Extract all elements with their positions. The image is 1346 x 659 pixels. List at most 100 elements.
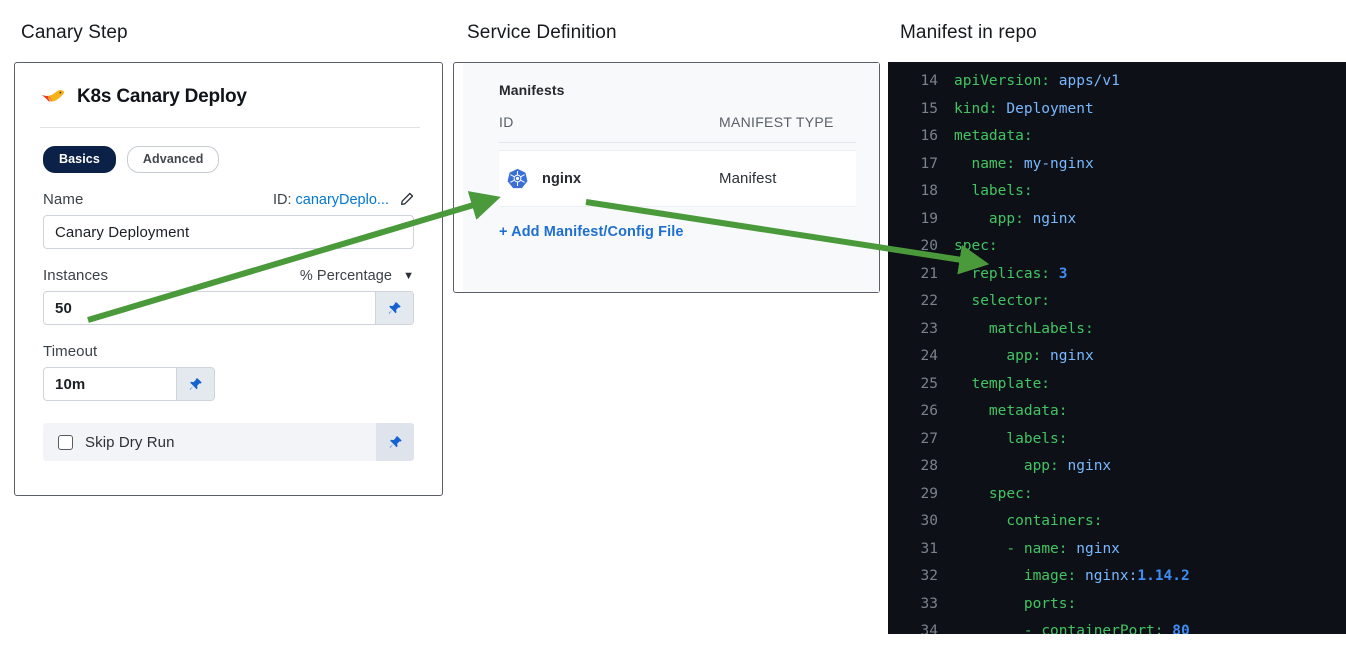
canary-bird-icon: [41, 89, 65, 102]
line-number: 33: [920, 595, 938, 612]
line-number: 34: [920, 623, 938, 634]
pin-icon: [389, 435, 402, 448]
skip-dry-run-left[interactable]: Skip Dry Run: [43, 423, 376, 461]
code-line: 28 app: nginx: [888, 453, 1346, 481]
manifests-title: Manifests: [499, 82, 565, 98]
code-line: 31 - name: nginx: [888, 536, 1346, 564]
name-label: Name: [43, 191, 84, 208]
code-line: 21 replicas: 3: [888, 261, 1346, 289]
skip-dry-run-label: Skip Dry Run: [85, 433, 175, 451]
caption-canary-step: Canary Step: [21, 22, 128, 43]
code-text: metadata:: [988, 403, 1068, 419]
line-number: 27: [920, 430, 938, 447]
timeout-input-wrapper[interactable]: 10m: [43, 367, 215, 401]
line-number: 26: [920, 403, 938, 419]
table-row[interactable]: nginx Manifest: [499, 150, 856, 207]
code-text: selector:: [971, 293, 1051, 309]
column-header-id: ID: [499, 114, 514, 130]
code-text: spec:: [954, 238, 998, 254]
code-text: labels:: [1006, 430, 1068, 447]
line-number: 17: [920, 155, 938, 172]
line-number: 14: [920, 73, 938, 89]
code-line: 20 spec:: [888, 233, 1346, 261]
code-text: app: nginx: [988, 210, 1077, 227]
skip-dry-run-row[interactable]: Skip Dry Run: [43, 423, 414, 461]
code-text: template:: [971, 375, 1051, 392]
code-line-list: 14 apiVersion: apps/v1 15 kind: Deployment 1…: [888, 62, 1346, 634]
instances-label-row: Instances % Percentage ▼: [43, 267, 414, 284]
name-input[interactable]: Canary Deployment: [55, 223, 190, 241]
code-line: 29 spec:: [888, 481, 1346, 509]
id-value[interactable]: canaryDeplo...: [295, 191, 390, 208]
code-text: apiVersion: apps/v1: [954, 73, 1120, 89]
manifests-table-header: ID MANIFEST TYPE: [463, 98, 879, 130]
canary-step-card: K8s Canary Deploy Basics Advanced Name I…: [14, 62, 443, 496]
code-text: metadata:: [954, 128, 1033, 144]
pin-icon: [189, 377, 202, 390]
fields-container: Name ID: canaryDeplo... Canary Deploymen…: [15, 191, 442, 461]
line-number: 30: [920, 513, 938, 529]
line-number: 24: [920, 348, 938, 364]
code-text: name: my-nginx: [971, 155, 1094, 172]
code-line: 26 metadata:: [888, 398, 1346, 426]
code-text: image: nginx:1.14.2: [1023, 568, 1190, 584]
header-divider: [40, 127, 420, 128]
manifest-id-nginx: nginx: [542, 170, 582, 187]
line-number: 25: [920, 375, 938, 392]
instances-input[interactable]: 50: [55, 299, 72, 317]
code-text: labels:: [971, 183, 1033, 199]
manifest-type: Manifest: [719, 170, 777, 187]
id-prefix-label: ID:: [272, 191, 292, 208]
caption-manifest-in-repo: Manifest in repo: [900, 22, 1037, 43]
line-number: 32: [920, 568, 938, 584]
timeout-input[interactable]: 10m: [55, 375, 86, 393]
instances-unit-dropdown[interactable]: % Percentage: [299, 267, 393, 284]
code-line: 32 image: nginx:1.14.2: [888, 563, 1346, 591]
tab-group: Basics Advanced: [15, 128, 442, 173]
code-text: replicas: 3: [971, 265, 1068, 282]
line-number: 29: [920, 485, 938, 502]
code-line: 24 app: nginx: [888, 343, 1346, 371]
tab-basics[interactable]: Basics: [43, 146, 116, 173]
canary-step-title: K8s Canary Deploy: [77, 86, 247, 107]
name-input-wrapper[interactable]: Canary Deployment: [43, 215, 414, 249]
code-text: containers:: [1006, 513, 1103, 529]
pin-icon: [388, 301, 401, 314]
skip-dry-run-pin-button[interactable]: [376, 423, 414, 461]
skip-dry-run-checkbox[interactable]: [58, 434, 73, 450]
code-line: 25 template:: [888, 371, 1346, 399]
timeout-pin-button[interactable]: [176, 368, 214, 400]
pencil-icon[interactable]: [399, 192, 414, 207]
manifest-code-editor[interactable]: 14 apiVersion: apps/v1 15 kind: Deployment 1…: [888, 62, 1346, 634]
chevron-down-icon[interactable]: ▼: [403, 269, 414, 282]
instances-pin-button[interactable]: [375, 292, 413, 324]
code-text: spec:: [988, 485, 1033, 502]
instances-label: Instances: [43, 267, 109, 284]
instances-input-wrapper[interactable]: 50: [43, 291, 414, 325]
line-number: 15: [920, 100, 938, 117]
line-number: 20: [920, 238, 938, 254]
timeout-label-row: Timeout: [43, 343, 414, 360]
code-line: 19 app: nginx: [888, 206, 1346, 234]
line-number: 23: [920, 320, 938, 337]
code-line: 30 containers:: [888, 508, 1346, 536]
line-number: 22: [920, 293, 938, 309]
code-line: 16 metadata:: [888, 123, 1346, 151]
code-text: kind: Deployment: [954, 100, 1094, 117]
code-text: matchLabels:: [988, 320, 1094, 337]
line-number: 16: [920, 128, 938, 144]
service-definition-card: Manifests ID MANIFEST TYPE nginx Manifes…: [453, 62, 880, 293]
tab-advanced[interactable]: Advanced: [126, 146, 220, 173]
line-number: 31: [920, 540, 938, 557]
code-line: 22 selector:: [888, 288, 1346, 316]
add-manifest-link[interactable]: + Add Manifest/Config File: [499, 224, 684, 240]
code-line: 18 labels:: [888, 178, 1346, 206]
column-header-manifest-type: MANIFEST TYPE: [719, 114, 834, 130]
code-text: app: nginx: [1023, 458, 1112, 474]
code-line: 17 name: my-nginx: [888, 151, 1346, 179]
line-number: 19: [920, 210, 938, 227]
manifests-section: Manifests ID MANIFEST TYPE nginx Manifes…: [463, 63, 879, 292]
code-line: 33 ports:: [888, 591, 1346, 619]
name-label-row: Name ID: canaryDeplo...: [43, 191, 414, 208]
